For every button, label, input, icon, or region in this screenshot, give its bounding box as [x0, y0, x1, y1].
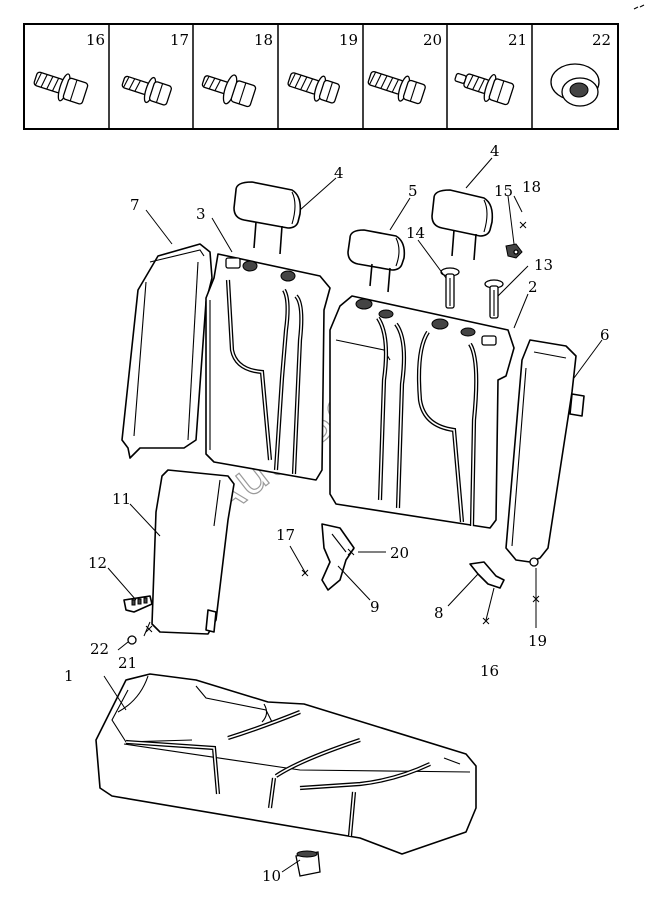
callout-6: 6	[600, 326, 610, 344]
callout-12: 12	[88, 554, 107, 572]
table-cell-number: 17	[170, 31, 189, 49]
part-8-bracket	[469, 561, 505, 589]
part-6-right-side-bolster	[505, 339, 585, 567]
callout-1: 1	[64, 667, 74, 685]
part-14-headrest-guide	[440, 267, 460, 309]
callout-8: 8	[434, 604, 444, 622]
callout-10: 10	[262, 867, 281, 885]
part-4-headrest-left	[233, 181, 302, 255]
fastener-table: 16 17 18 19 20 21 22	[23, 23, 619, 130]
table-cell-number: 18	[254, 31, 273, 49]
callout-22: 22	[90, 640, 109, 658]
callout-16: 16	[480, 662, 499, 680]
part-3-left-seatback	[205, 253, 331, 481]
bushing-icon	[550, 63, 600, 107]
callout-18: 18	[522, 178, 541, 196]
callout-4: 4	[490, 142, 500, 160]
leader-lines	[103, 157, 603, 873]
part-5-headrest-center	[347, 229, 406, 293]
callout-7: 7	[130, 196, 140, 214]
part-13-headrest-guide	[484, 279, 504, 319]
part-15-clip	[505, 243, 523, 259]
collar-bolt-icon	[287, 72, 340, 104]
part-2-right-seatback	[329, 295, 515, 529]
callout-17: 17	[276, 526, 295, 544]
callout-20: 20	[390, 544, 409, 562]
part-10-clip	[295, 850, 321, 877]
part-4-headrest-right	[431, 189, 494, 261]
callout-4: 4	[334, 164, 344, 182]
table-cell-number: 19	[339, 31, 358, 49]
stepped-bolt-icon	[454, 72, 515, 106]
corner-mark	[633, 4, 645, 10]
part-12-armrest-bracket	[123, 595, 153, 613]
callout-13: 13	[534, 256, 553, 274]
hex-bolt-icon	[121, 75, 172, 106]
long-bolt-icon	[367, 70, 426, 105]
callout-2: 2	[528, 278, 538, 296]
callout-5: 5	[408, 182, 418, 200]
x-marks	[145, 221, 540, 633]
part-7-left-side-bolster	[121, 243, 213, 459]
callout-11: 11	[112, 490, 131, 508]
table-cell-number: 16	[86, 31, 105, 49]
callout-15: 15	[494, 182, 513, 200]
callout-19: 19	[528, 632, 547, 650]
table-cell-number: 21	[508, 31, 527, 49]
part-9-bracket	[321, 523, 355, 591]
washer-bolt-icon	[201, 74, 257, 108]
flange-bolt-icon	[33, 71, 89, 105]
part-11-armrest	[151, 469, 235, 635]
callout-3: 3	[196, 205, 206, 223]
part-22-bushing	[127, 635, 137, 645]
table-cell-number: 22	[592, 31, 611, 49]
part-1-seat-cushion	[95, 673, 477, 855]
callout-9: 9	[370, 598, 380, 616]
callout-labels: 1 2 3 4 4 5 6 7 8 9 10 11 12 13 14 15 16…	[64, 142, 610, 885]
table-cell-number: 20	[423, 31, 442, 49]
callout-14: 14	[406, 224, 425, 242]
callout-21: 21	[118, 654, 137, 672]
